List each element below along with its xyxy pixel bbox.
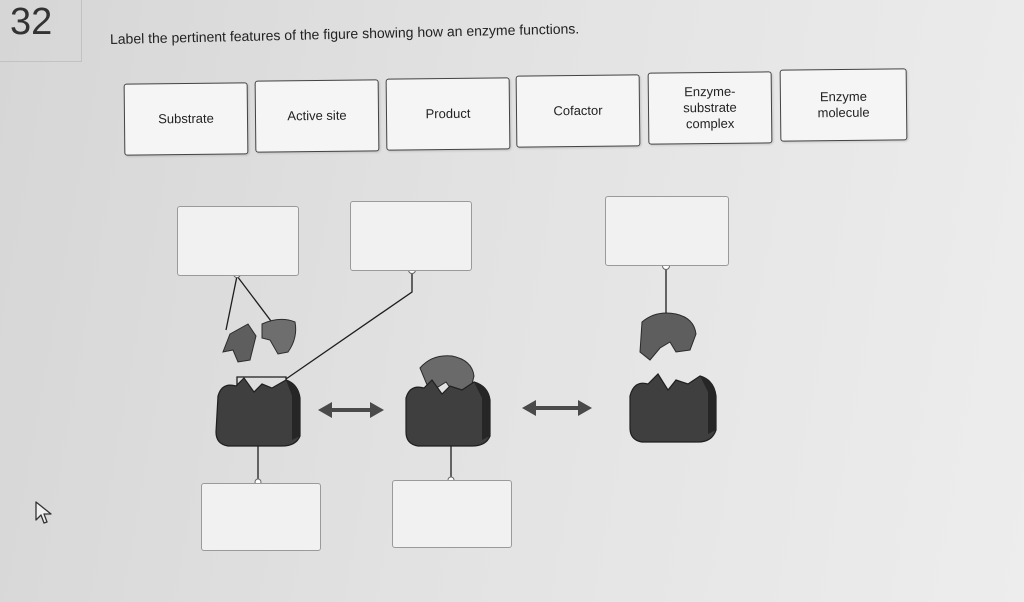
enzyme-left [215, 377, 301, 447]
substrate-shape [222, 318, 297, 363]
dropzone-bottom-left[interactable] [201, 483, 321, 551]
enzyme-substrate-complex-shape [405, 355, 491, 447]
dropzone-top-left[interactable] [177, 206, 299, 276]
mouse-pointer-icon [35, 501, 52, 524]
dropzone-bottom-middle[interactable] [392, 480, 512, 548]
dropzone-top-right[interactable] [605, 196, 729, 266]
double-arrow-icon [318, 400, 592, 418]
enzyme-right [629, 373, 717, 443]
question-number: 32 [0, 0, 82, 62]
dropzone-top-middle[interactable] [350, 201, 472, 271]
product-shape [639, 312, 697, 361]
